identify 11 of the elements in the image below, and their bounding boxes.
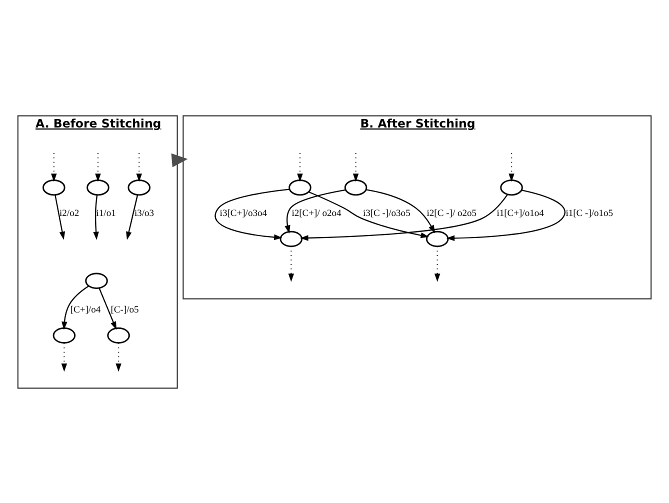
edge-label: i3[C+]/o3o4 [220,207,268,218]
edge-label: i1[C+]/o1o4 [496,207,544,218]
edge-label: i2/o2 [60,207,80,218]
edge-label: i2[C -]/ o2o5 [426,207,477,218]
edge-label: [C+]/o4 [70,304,101,315]
edge-label: i1/o1 [96,207,116,218]
edge-label: i1[C -]/o1o5 [566,207,614,218]
edge-label: [C-]/o5 [110,304,139,315]
edge-label: i3[C -]/o3o5 [362,207,410,218]
edge-label: i2[C+]/ o2o4 [292,207,342,218]
edge-label: i3/o3 [134,207,154,218]
